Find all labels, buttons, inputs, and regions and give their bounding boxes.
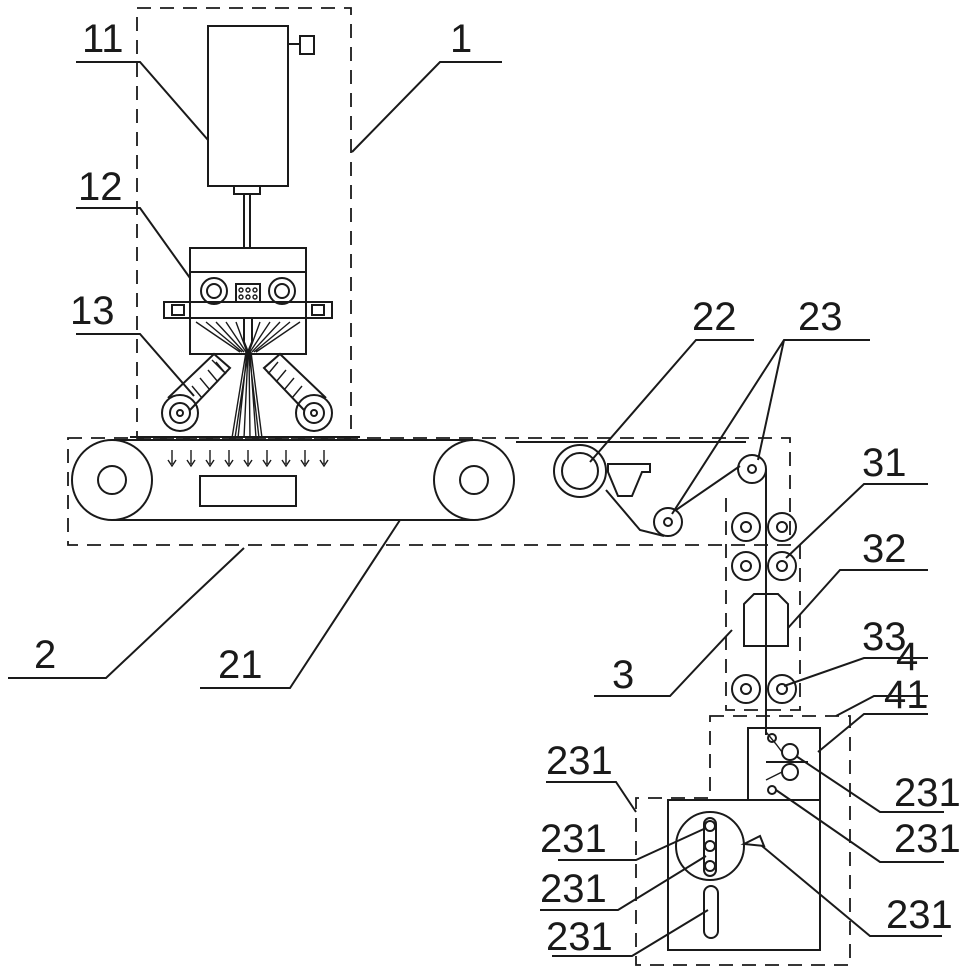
- component-13-air-nozzle-left: [162, 354, 230, 431]
- label-231-left-3: 231: [546, 915, 613, 959]
- fiber-jets: [232, 352, 262, 438]
- label-12: 12: [78, 165, 123, 209]
- label-3: 3: [612, 653, 634, 697]
- label-11: 11: [82, 17, 124, 61]
- component-33-roller-pair: [732, 675, 796, 703]
- component-31-roller-pairs: [732, 513, 796, 580]
- label-231-right-2: 231: [894, 817, 961, 861]
- label-23: 23: [798, 295, 843, 339]
- label-32: 32: [862, 527, 907, 571]
- module-2-enclosure: [68, 438, 790, 545]
- label-41: 41: [884, 673, 929, 717]
- component-41-winding-box: [668, 728, 820, 950]
- reference-labels: 11 1 12 13 22 23 31 32 33 2 21 3 4 41 23…: [34, 17, 961, 959]
- component-13-air-nozzle-right: [264, 354, 332, 431]
- label-2: 2: [34, 633, 56, 677]
- leader-lines: [8, 62, 944, 956]
- label-22: 22: [692, 295, 737, 339]
- label-21: 21: [218, 643, 263, 687]
- label-231-left-1: 231: [540, 817, 607, 861]
- component-21-conveyor-belt: [72, 437, 514, 520]
- component-32-heater: [744, 594, 788, 646]
- component-22-press-roller: [516, 442, 746, 497]
- component-12-spin-head: [164, 248, 332, 354]
- label-231-right-3: 231: [886, 893, 953, 937]
- label-231-left-2: 231: [540, 867, 607, 911]
- label-1: 1: [450, 17, 472, 61]
- label-31: 31: [862, 441, 907, 485]
- label-231-top-left: 231: [546, 739, 613, 783]
- label-231-right-1: 231: [894, 771, 961, 815]
- label-13: 13: [70, 289, 115, 333]
